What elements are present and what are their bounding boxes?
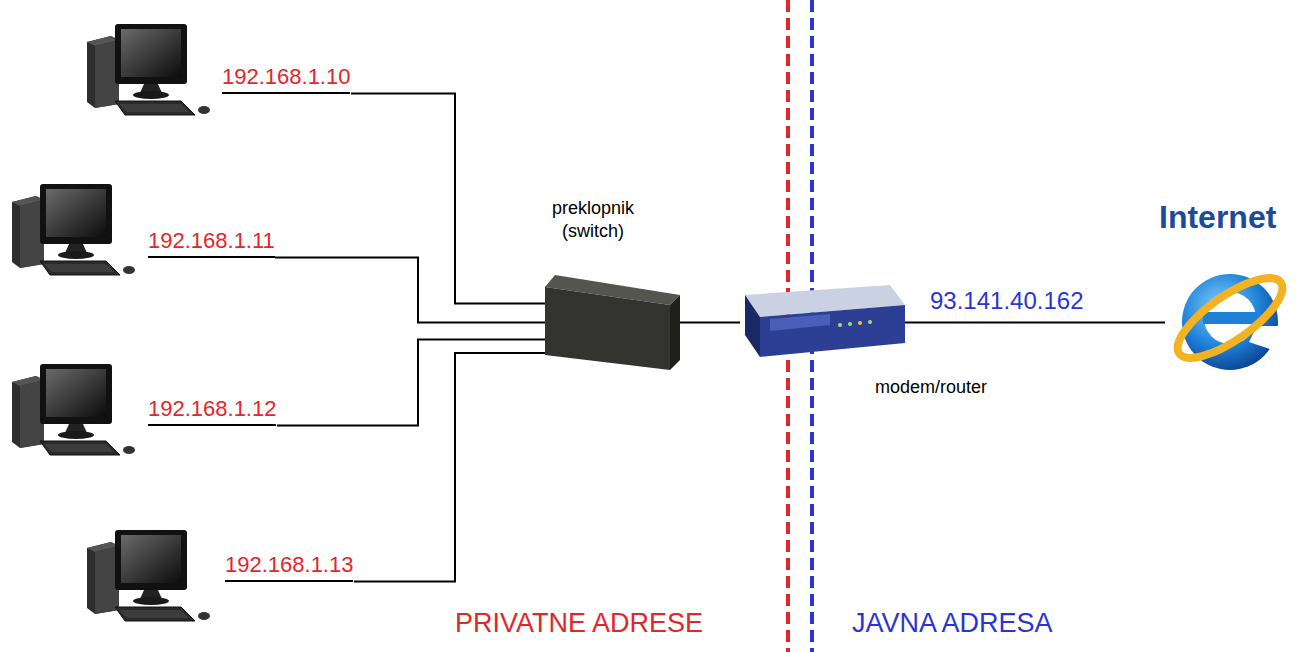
router-icon [745, 285, 905, 357]
computer-icon [12, 364, 135, 455]
zone-label: PRIVATNE ADRESE [455, 607, 703, 639]
computer-label: 192.168.1.11 [148, 228, 275, 258]
router: modem/router [740, 285, 905, 360]
switch-icon [545, 275, 680, 370]
network-cable [351, 93, 545, 303]
internet-cloud-icon [1167, 264, 1294, 371]
switch-icon [545, 275, 680, 370]
switch: preklopnik (switch) [545, 275, 680, 370]
computer-icon [85, 22, 215, 122]
ip-address: 93.141.40.162 [930, 287, 1083, 316]
zone-label: JAVNA ADRESA [852, 607, 1053, 639]
network-cable [354, 353, 545, 581]
network-cable [275, 257, 545, 322]
computer: 192.168.1.11 [10, 182, 275, 282]
computer-label: 192.168.1.13 [225, 552, 353, 582]
router-label: modem/router [875, 377, 987, 399]
computer: 192.168.1.12 [10, 362, 277, 462]
internet-cloud-icon [1165, 250, 1295, 385]
internet-cloud: Internet [1165, 250, 1295, 385]
network-cable [680, 322, 740, 324]
computer-icon [10, 182, 140, 282]
computer-label: 192.168.1.12 [148, 396, 276, 426]
computer-icon [87, 24, 210, 115]
network-cable [905, 322, 1165, 324]
computer-label: 192.168.1.10 [222, 64, 350, 94]
computer-icon [87, 530, 210, 621]
computer-icon [85, 528, 215, 628]
switch-label: preklopnik (switch) [545, 197, 641, 242]
computer-icon [12, 184, 135, 275]
computer: 192.168.1.10 [85, 22, 351, 122]
computer: 192.168.1.13 [85, 528, 354, 628]
computer-icon [10, 362, 140, 462]
internet-cloud-label: Internet [1159, 198, 1276, 236]
router-icon [740, 285, 905, 360]
